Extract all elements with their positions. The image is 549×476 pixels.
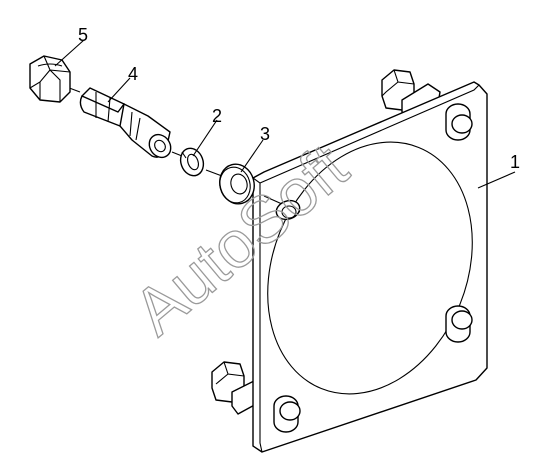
leader-line-5 bbox=[54, 39, 85, 67]
bolt-sleeve bbox=[79, 87, 172, 159]
callout-3: 3 bbox=[260, 124, 270, 144]
leader-line-1 bbox=[477, 171, 516, 189]
plate-stud-left bbox=[275, 199, 301, 221]
leader-line-4 bbox=[107, 77, 131, 103]
leader-line-2 bbox=[192, 119, 218, 157]
flat-washer bbox=[219, 163, 255, 205]
assembly-axis-line bbox=[63, 85, 301, 213]
mounting-plate bbox=[252, 81, 488, 453]
callout-5: 5 bbox=[78, 25, 88, 45]
callout-4: 4 bbox=[128, 64, 138, 84]
stud-bottom-right bbox=[445, 305, 473, 343]
leader-line-3 bbox=[240, 139, 264, 173]
spring-washer bbox=[179, 147, 205, 177]
callout-1: 1 bbox=[510, 152, 520, 172]
plate-center-hole bbox=[267, 141, 473, 395]
callout-2: 2 bbox=[212, 106, 222, 126]
stud-top-right bbox=[445, 103, 473, 141]
hex-nut bbox=[29, 55, 71, 103]
stud-bottom-left bbox=[273, 395, 301, 433]
